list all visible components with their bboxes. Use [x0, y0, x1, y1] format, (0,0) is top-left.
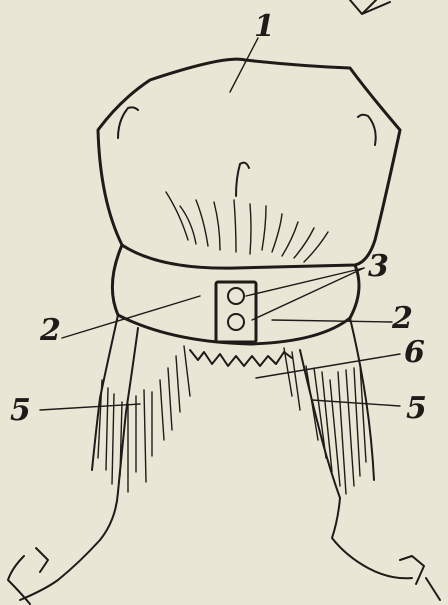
label-5-left: 5	[10, 393, 31, 428]
label-2-left: 2	[39, 313, 61, 348]
label-6: 6	[404, 335, 425, 370]
label-3: 3	[368, 249, 389, 284]
cap-crown	[98, 59, 400, 268]
shoulder-lines	[8, 492, 440, 604]
left-fringe	[92, 315, 190, 492]
corner-sprig	[350, 0, 390, 14]
zigzag-edge	[190, 350, 292, 366]
label-2-right: 2	[391, 301, 413, 336]
label-1: 1	[254, 9, 275, 44]
band	[112, 245, 359, 344]
label-5-right: 5	[406, 391, 427, 426]
right-fringe	[284, 318, 374, 498]
